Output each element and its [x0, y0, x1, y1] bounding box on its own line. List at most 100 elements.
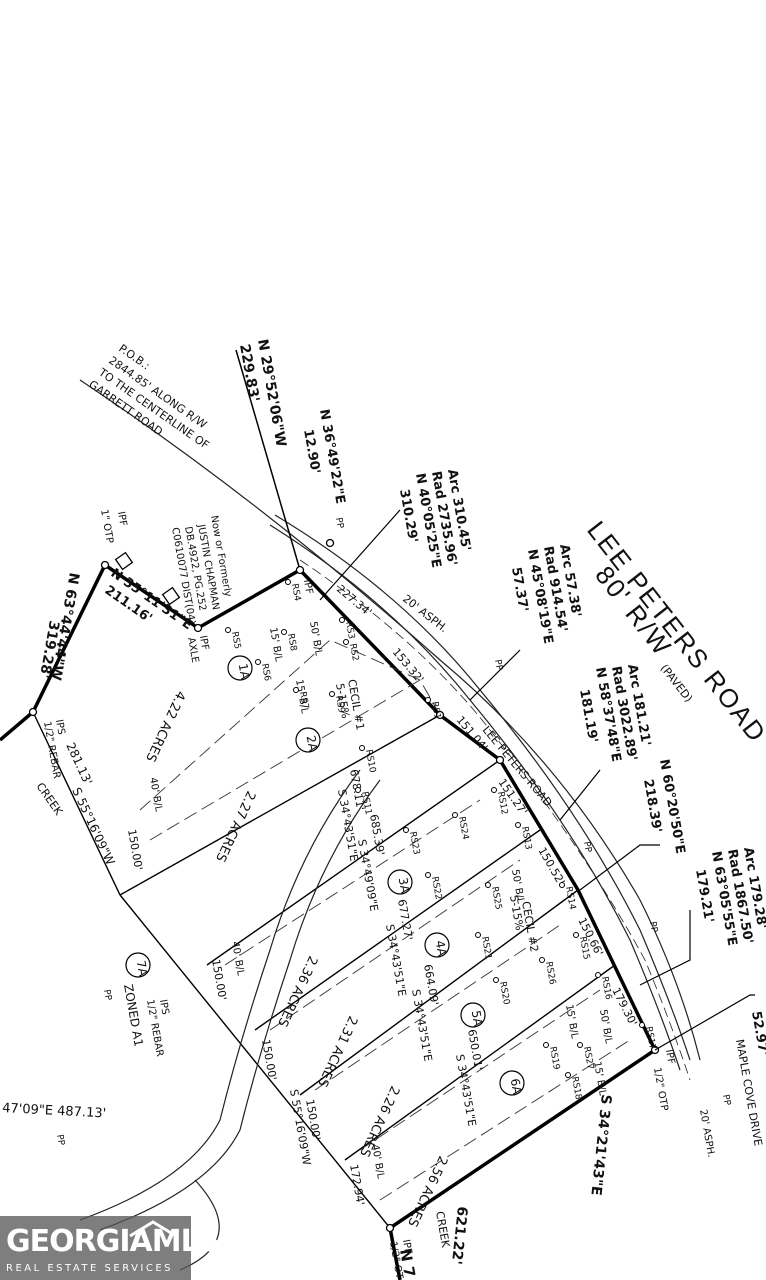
rs-point-label: RS21 [479, 936, 493, 961]
setback-lines [139, 639, 631, 1201]
svg-text:40' B/L: 40' B/L [369, 1144, 386, 1180]
leader-c1 [235, 349, 301, 571]
rs-point-label: RS18 [569, 1076, 583, 1101]
svg-text:PP: PP [492, 659, 504, 672]
svg-text:S 55°16'09"W: S 55°16'09"W [69, 785, 117, 867]
svg-text:1/2" OTP: 1/2" OTP [651, 1067, 669, 1112]
rs-point-marker [329, 691, 335, 697]
rs-point-marker [425, 872, 431, 878]
svg-text:150.00': 150.00' [125, 828, 145, 871]
svg-text:20' ASPH.: 20' ASPH. [697, 1109, 716, 1159]
svg-text:IPS: IPS [157, 999, 170, 1016]
watermark-title: GEORGIAMLS [6, 1224, 220, 1259]
svg-text:5-15%: 5-15% [333, 682, 352, 719]
georgiamls-watermark: GEORGIAMLS REAL ESTATE SERVICES [0, 1216, 220, 1280]
svg-text:IPF: IPF [197, 635, 210, 652]
svg-text:IPF: IPF [400, 1239, 413, 1256]
rs-point-label: RS20 [497, 981, 511, 1006]
square-marker-2 [161, 586, 181, 606]
svg-text:2.27 ACRES: 2.27 ACRES [212, 788, 258, 864]
rs-point-label: RS14 [563, 886, 577, 911]
lot-lines [32, 711, 616, 1229]
rs-point-label: RS23 [407, 831, 421, 856]
roof-icon [129, 1220, 177, 1238]
svg-text:281.13': 281.13' [63, 740, 95, 787]
svg-text:181.19': 181.19' [576, 688, 600, 744]
svg-text:4A: 4A [433, 939, 450, 958]
lot-circles [125, 655, 525, 1096]
rs-point-label: RS10 [363, 749, 377, 774]
svg-text:1A: 1A [236, 662, 253, 681]
svg-text:AXLE: AXLE [185, 637, 200, 664]
rs-point-marker [565, 1072, 571, 1078]
square-marker-1 [114, 551, 134, 571]
svg-text:CREEK: CREEK [34, 780, 66, 818]
rs-point-label: RS7 [297, 691, 310, 710]
rs-point-label: RS4 [289, 583, 302, 602]
svg-text:ZONED A1: ZONED A1 [121, 983, 146, 1048]
rs-point-label: RS26 [543, 961, 557, 986]
rs-point-label: RS16 [599, 976, 613, 1001]
rear-line [119, 894, 391, 1229]
svg-text:12.90': 12.90' [300, 428, 323, 475]
svg-text:2.31 ACRES: 2.31 ACRES [314, 1013, 360, 1089]
rs-point-label: RS11 [359, 791, 373, 816]
rs-point-label: RS2 [347, 643, 360, 662]
svg-text:TO THE CENTERLINE OF: TO THE CENTERLINE OF [95, 365, 211, 452]
svg-text:47'09"E 487.13': 47'09"E 487.13' [2, 1101, 107, 1121]
svg-text:50' B/L: 50' B/L [307, 621, 324, 657]
svg-text:172.94': 172.94' [347, 1163, 367, 1206]
monument-squares [114, 551, 181, 606]
rs-point-marker [425, 697, 431, 703]
svg-text:2.36 ACRES: 2.36 ACRES [274, 953, 320, 1029]
rs-point-label: RS25 [489, 886, 503, 911]
svg-text:IPF: IPF [115, 511, 128, 528]
rs-point-label: RS12 [495, 791, 509, 816]
svg-text:621.22': 621.22' [448, 1206, 470, 1266]
property-boundary [0, 349, 658, 1280]
svg-text:40' B/L: 40' B/L [229, 941, 246, 977]
boundary-calls: N 29°52'06"W 229.83' N 36°49'22"E 12.90'… [2, 338, 766, 1279]
rs-point-marker [359, 745, 365, 751]
road-centerline [299, 559, 691, 1081]
svg-text:52.97': 52.97' [748, 1010, 766, 1057]
rs-point-marker [639, 1022, 645, 1028]
rs-point-marker [452, 812, 458, 818]
pob-note: P.O.B.: 2844.85' ALONG R/W TO THE CENTER… [86, 342, 211, 452]
svg-text:PP: PP [647, 921, 659, 934]
svg-text:15' B/L: 15' B/L [563, 1004, 580, 1040]
svg-text:57.37': 57.37' [508, 566, 531, 613]
rs-point-label: RS3 [343, 621, 356, 640]
rs-point-marker [493, 977, 499, 983]
rs-point-marker [577, 1042, 583, 1048]
svg-text:IPF: IPF [301, 579, 314, 596]
svg-text:40' B/L: 40' B/L [147, 777, 164, 813]
svg-text:PP: PP [333, 517, 345, 530]
rs-point-marker [285, 579, 291, 585]
rs-point-marker [491, 787, 497, 793]
road-edge-1 [274, 514, 691, 1061]
owner-note: Now or Formerly JUSTIN CHAPMAN DB.4922, … [169, 515, 233, 626]
svg-text:1" OTP: 1" OTP [98, 509, 115, 545]
rs-point-marker [573, 932, 579, 938]
rs-point-marker [595, 972, 601, 978]
boundary-line [0, 562, 658, 1230]
rs-point-marker [339, 617, 345, 623]
lot-line-3a-4a [254, 829, 541, 1031]
driveway-curves [79, 769, 381, 1271]
rs-point-marker [485, 882, 491, 888]
rs-point-marker [403, 827, 409, 833]
rs-point-label: RS8 [285, 633, 298, 652]
svg-text:IPS: IPS [53, 719, 66, 736]
svg-text:PP: PP [101, 989, 113, 1002]
svg-text:CREEK: CREEK [433, 1210, 452, 1249]
rs-point-marker [515, 822, 521, 828]
rs-point-marker [293, 687, 299, 693]
setback-labels: 15' B/L 50' B/L 15' B/L 40' B/L 40' B/L … [147, 621, 614, 1180]
svg-text:4.22 ACRES: 4.22 ACRES [142, 688, 188, 764]
svg-text:S 34°21'43"E: S 34°21'43"E [587, 1094, 614, 1197]
rs-point-marker [281, 629, 287, 635]
rs-point-label: RS19 [547, 1046, 561, 1071]
